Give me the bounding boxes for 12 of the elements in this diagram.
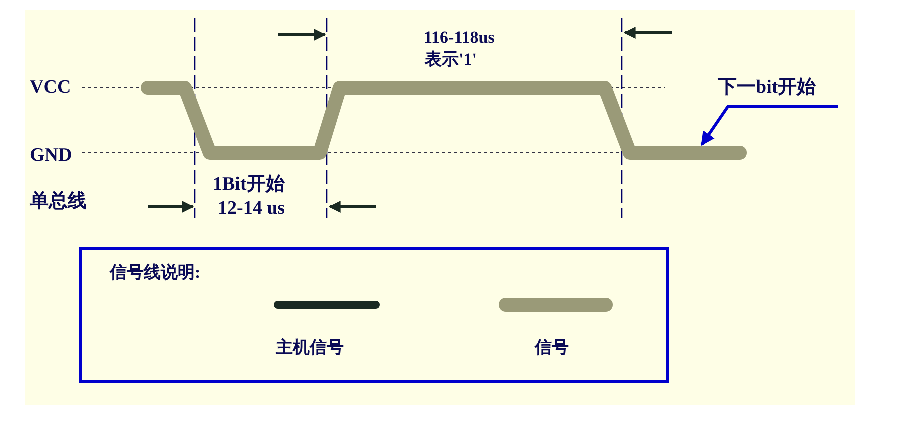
- timing-label: 12-14 us: [218, 199, 286, 219]
- timing-label: 1Bit开始: [213, 175, 285, 195]
- level-label: GND: [30, 146, 72, 166]
- leader-line: [700, 106, 838, 146]
- level-label: VCC: [30, 78, 72, 98]
- timing-label: 表示'1': [425, 50, 477, 70]
- legend-text: 主机信号: [276, 338, 344, 358]
- legend-title: 信号线说明:: [110, 263, 201, 283]
- legend-text: 信号: [535, 338, 569, 358]
- callout-text: 下一bit开始: [718, 78, 816, 98]
- timing-label: 116-118us: [424, 28, 495, 48]
- axis-label: 单总线: [30, 192, 87, 212]
